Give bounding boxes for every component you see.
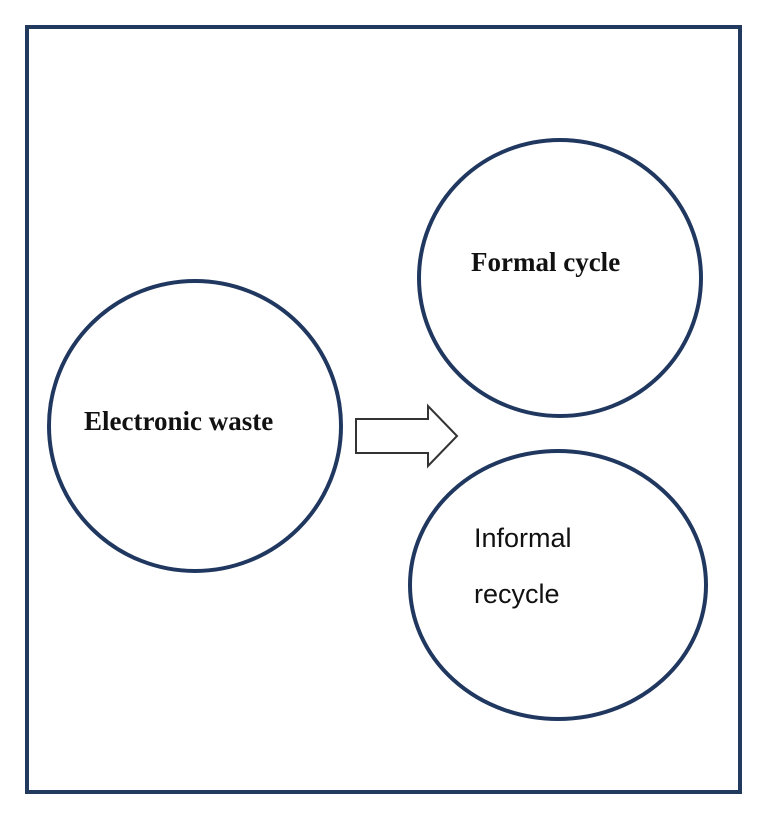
formal-cycle-circle <box>417 138 703 418</box>
node-formal-cycle: Formal cycle <box>417 138 703 418</box>
informal-recycle-label-line2: recycle <box>474 579 560 609</box>
diagram-frame <box>25 25 742 794</box>
formal-cycle-label: Formal cycle <box>471 247 620 277</box>
informal-recycle-label-line1: Informal <box>474 523 572 553</box>
right-arrow-icon <box>355 403 459 469</box>
node-informal-recycle: Informal recycle <box>408 449 708 721</box>
node-electronic-waste: Electronic waste <box>47 279 343 573</box>
informal-recycle-circle <box>408 449 708 721</box>
electronic-waste-label: Electronic waste <box>84 406 273 436</box>
electronic-waste-circle <box>47 279 343 573</box>
